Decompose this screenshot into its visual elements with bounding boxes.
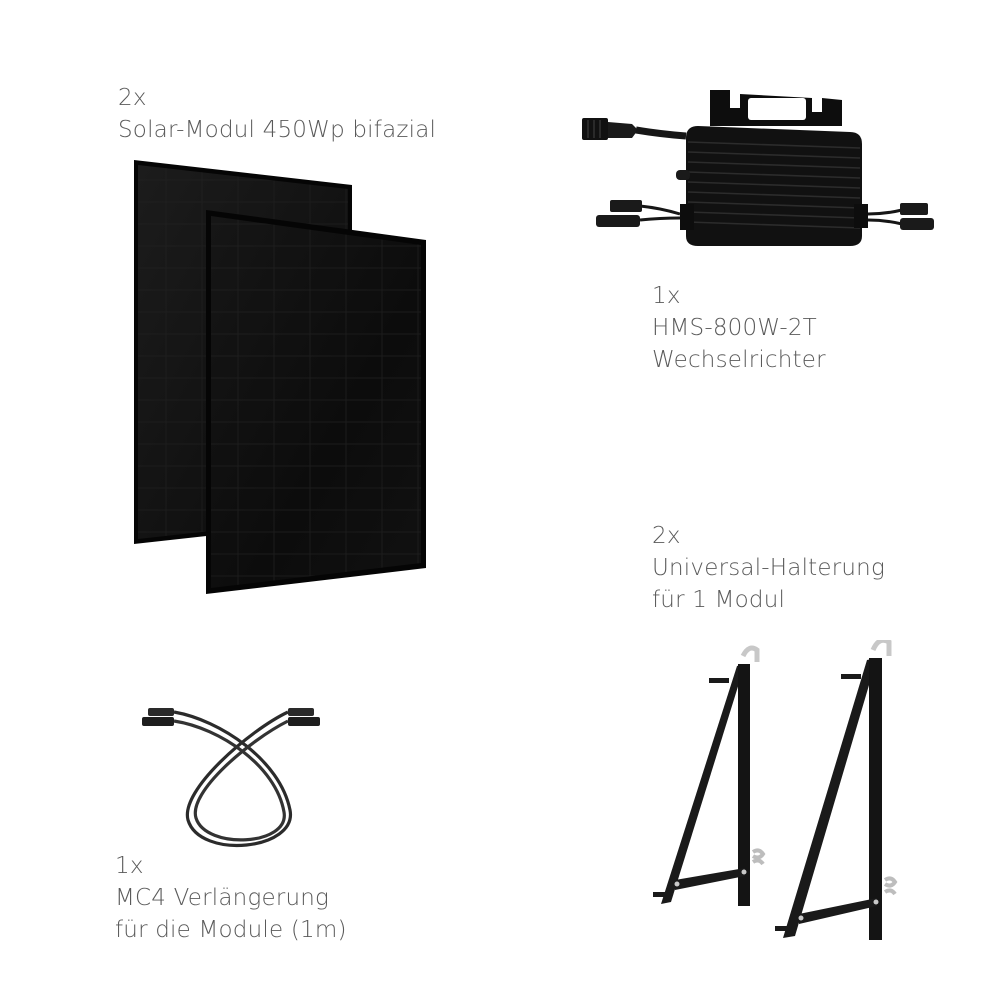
inverter-label: 1x HMS-800W-2T Wechselrichter <box>652 280 826 376</box>
cable-description: für die Module (1m) <box>115 917 347 943</box>
solar-panel-icon <box>134 160 426 594</box>
cable-name: MC4 Verlängerung <box>115 885 330 911</box>
mount-image <box>645 640 915 950</box>
cable-image <box>140 700 330 860</box>
cable-label: 1x MC4 Verlängerung für die Module (1m) <box>115 850 347 946</box>
solar-panel-name: Solar-Modul 450Wp bifazial <box>118 117 437 143</box>
inverter-image <box>580 86 950 256</box>
solar-panel-image <box>130 158 430 598</box>
solar-panel-quantity: 2x <box>118 85 147 111</box>
mount-quantity: 2x <box>652 523 681 549</box>
mounting-bracket-icon <box>653 640 898 940</box>
microinverter-icon <box>582 90 934 246</box>
mount-name: Universal-Halterung <box>652 555 885 581</box>
inverter-type: Wechselrichter <box>652 347 826 373</box>
inverter-quantity: 1x <box>652 283 681 309</box>
mount-label: 2x Universal-Halterung für 1 Modul <box>652 520 885 616</box>
cable-quantity: 1x <box>115 853 144 879</box>
mc4-cable-icon <box>142 708 320 848</box>
solar-panel-label: 2x Solar-Modul 450Wp bifazial <box>118 82 436 146</box>
inverter-model: HMS-800W-2T <box>652 315 817 341</box>
mount-description: für 1 Modul <box>652 587 786 613</box>
